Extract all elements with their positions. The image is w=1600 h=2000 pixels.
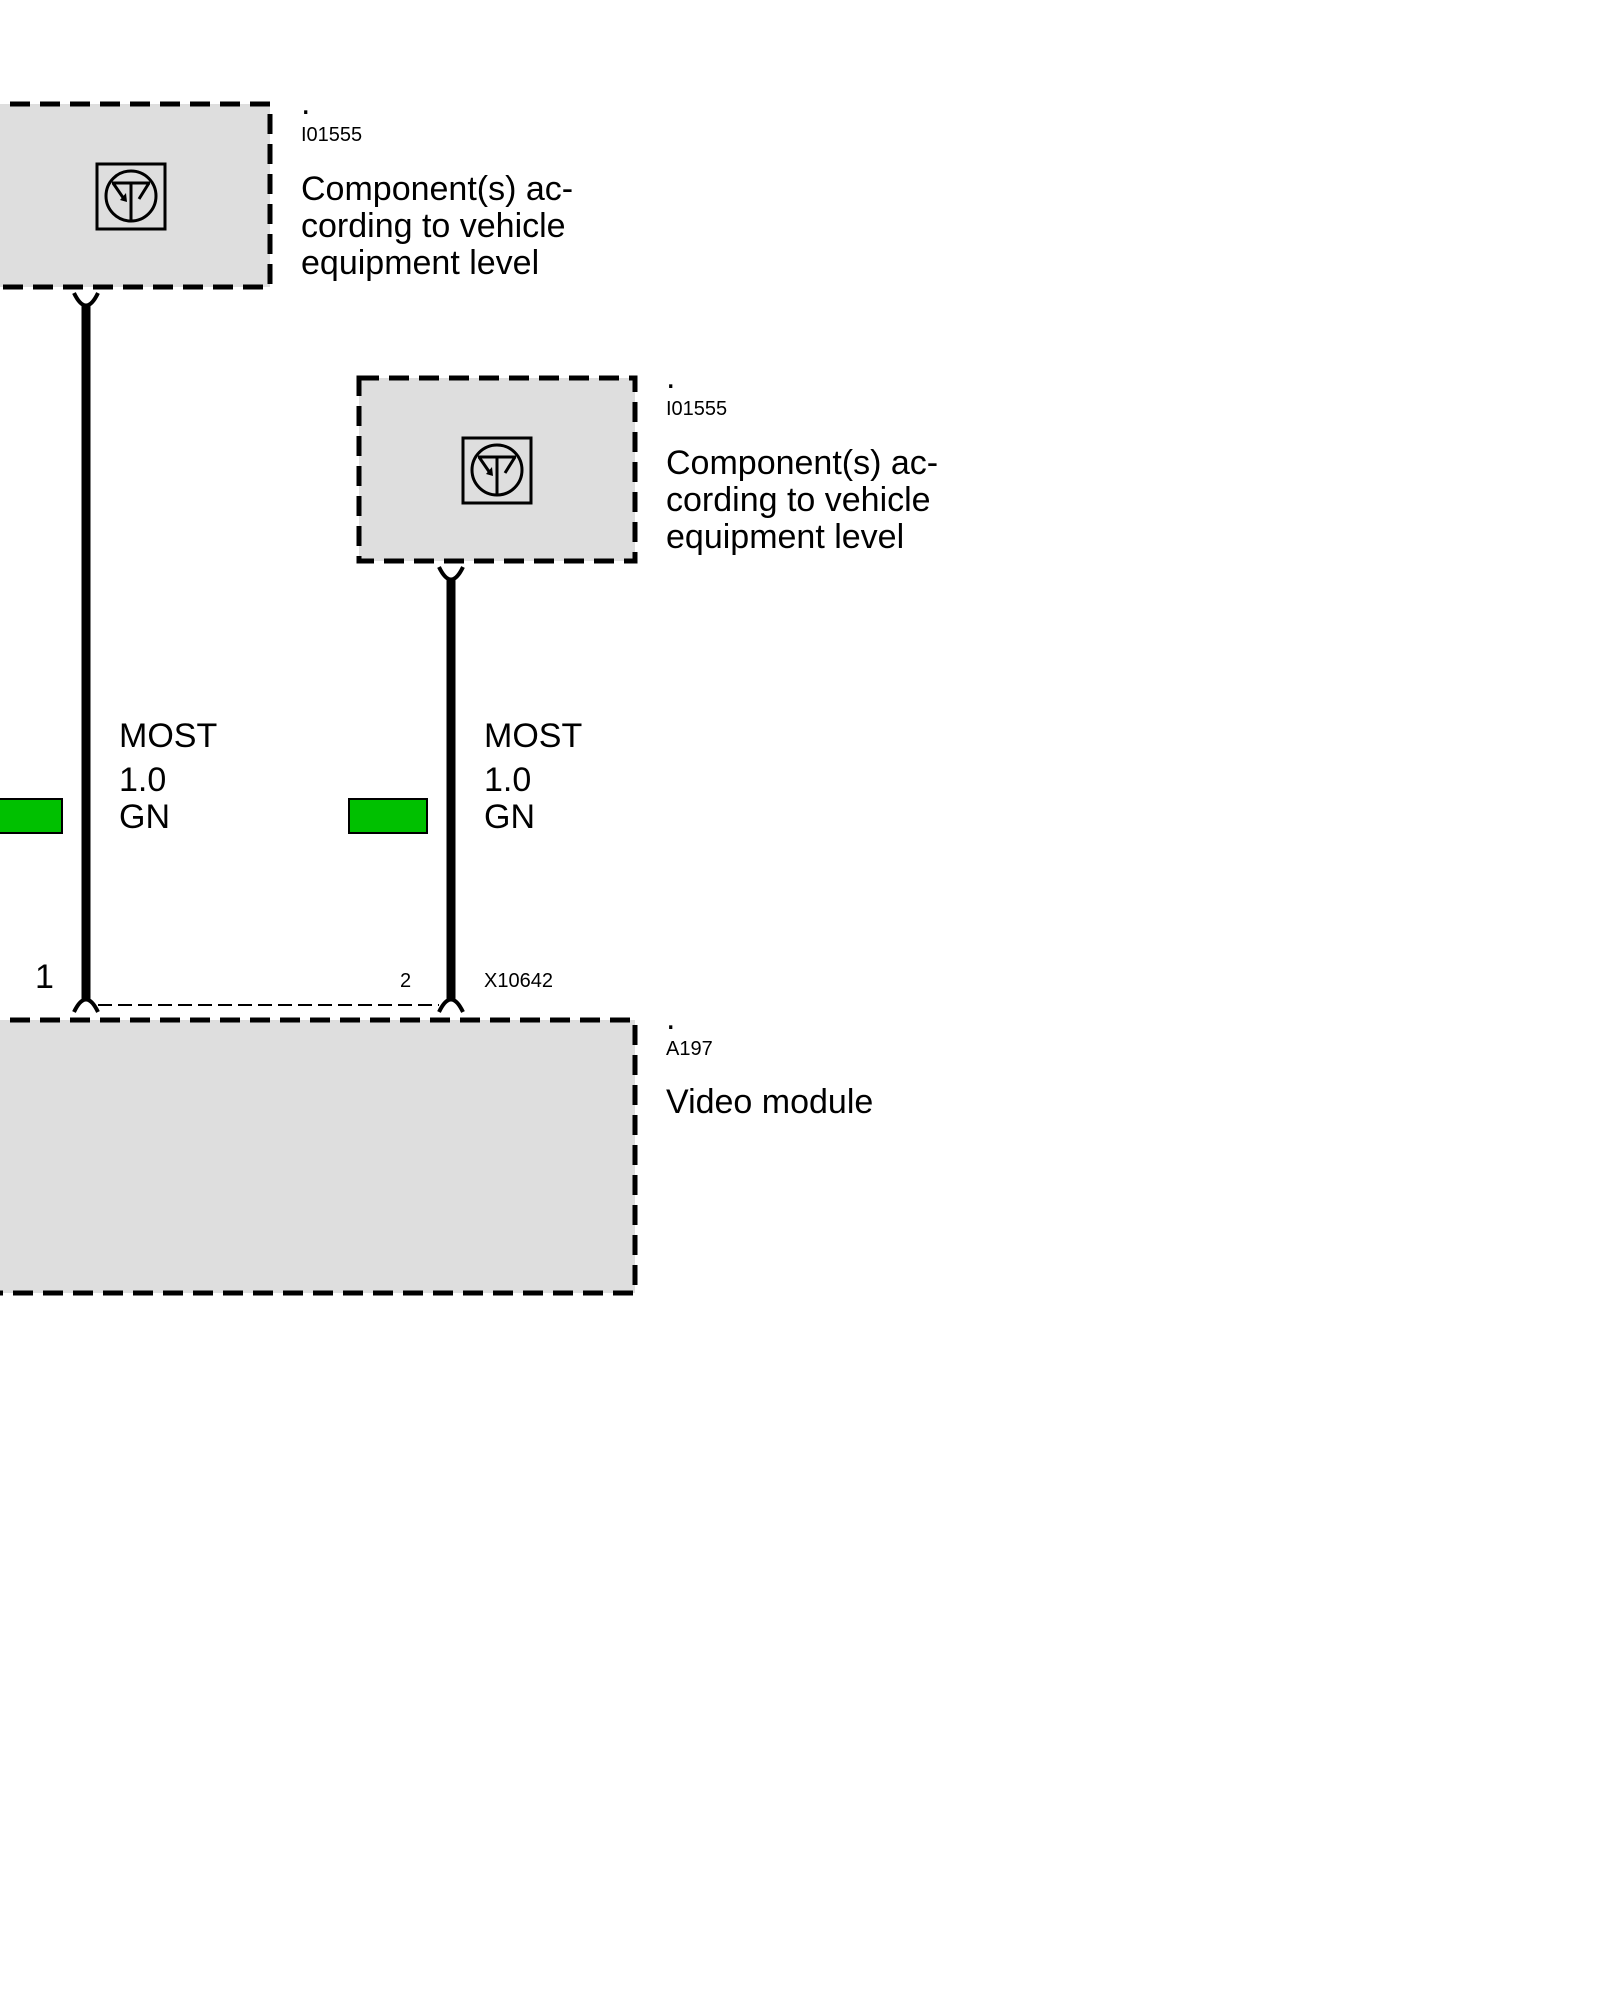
component-2-dot: .: [666, 358, 676, 396]
wire-1-signal: MOST: [119, 717, 218, 755]
video-module-box[interactable]: [0, 1017, 638, 1296]
connector-pin-1: 1: [35, 958, 54, 996]
wire-1-color-code: GN: [119, 798, 170, 836]
connector-pin-2: 2: [400, 970, 412, 992]
component-1-dot: .: [301, 84, 311, 122]
wire-1[interactable]: [72, 292, 100, 1013]
connector-id: X10642: [484, 970, 553, 992]
component-2-description: Component(s) ac- cording to vehicle equi…: [666, 444, 939, 556]
transistor-icon: [95, 162, 167, 231]
wire-color-swatch-2: [348, 798, 428, 834]
module-code: A197: [666, 1038, 713, 1060]
module-dot: .: [666, 999, 676, 1037]
component-1-code: I01555: [301, 124, 363, 146]
wire-2[interactable]: [437, 566, 465, 1013]
wire-2-signal: MOST: [484, 717, 583, 755]
wire-color-swatch-1: [0, 798, 63, 834]
wire-1-size: 1.0: [119, 761, 167, 799]
component-2-code: I01555: [666, 398, 728, 420]
wire-2-color-code: GN: [484, 798, 535, 836]
wire-2-size: 1.0: [484, 761, 532, 799]
component-box-1[interactable]: [0, 101, 273, 290]
component-1-description: Component(s) ac- cording to vehicle equi…: [301, 170, 574, 282]
transistor-icon: [461, 436, 533, 505]
module-name: Video module: [666, 1083, 874, 1121]
